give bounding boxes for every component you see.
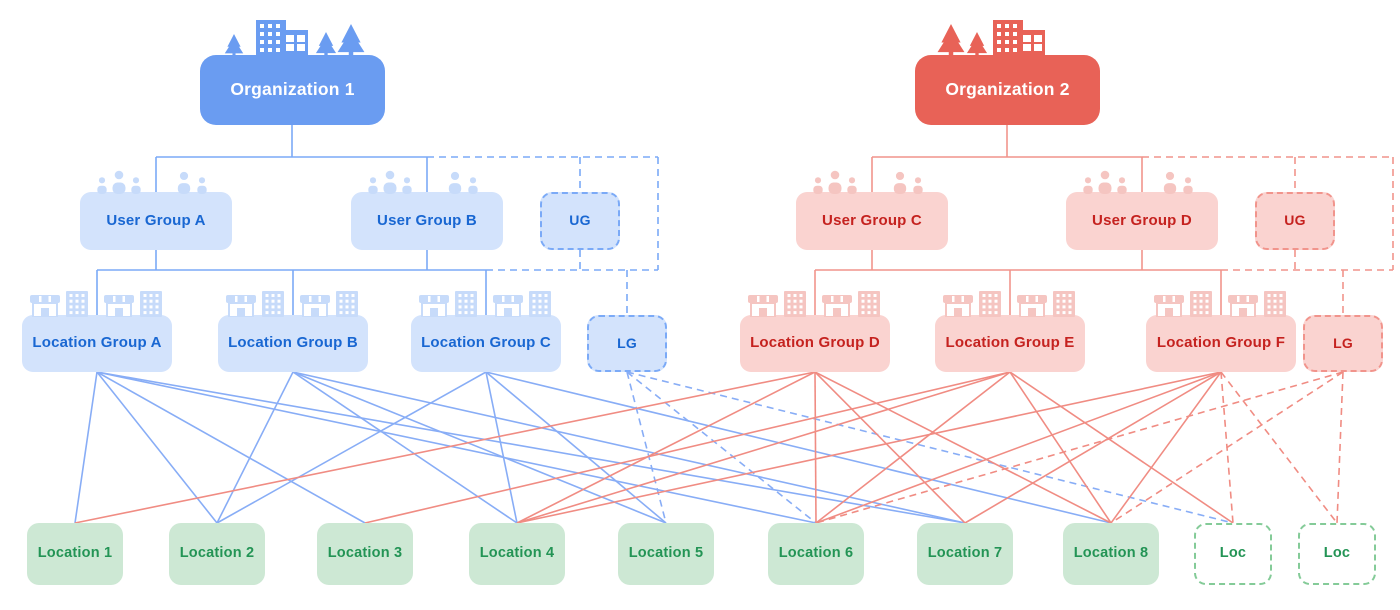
edge-lgC-loc2 [216, 371, 487, 524]
loc7-box: Location 7 [917, 523, 1013, 585]
lgE-box: Location Group E [935, 315, 1085, 372]
lgE-label: Location Group E [945, 334, 1075, 352]
ugX-box: UG [540, 192, 620, 250]
edge-lgB-loc2 [216, 371, 294, 524]
edge-lgX-loc5 [626, 371, 667, 524]
edge-lgB-loc5 [292, 371, 667, 524]
lgA-box: Location Group A [22, 315, 172, 372]
lgY-box: LG [1303, 315, 1383, 372]
loc1-label: Location 1 [37, 545, 113, 562]
lgD-box: Location Group D [740, 315, 890, 372]
ugB-label: User Group B [377, 211, 477, 229]
loc3-label: Location 3 [327, 545, 403, 562]
edge-lgX-locX1 [626, 371, 1234, 524]
edge-lgD-loc1 [74, 371, 816, 524]
lgA-label: Location Group A [32, 334, 162, 352]
lgX-box: LG [587, 315, 667, 372]
ugY-box: UG [1255, 192, 1335, 250]
lgB-label: Location Group B [228, 334, 358, 352]
edge-lgC-loc4 [485, 371, 518, 524]
edge-lgD-loc8 [814, 371, 1112, 524]
edge-lgD-loc6 [814, 371, 817, 524]
edge-lgY-loc6 [815, 371, 1344, 524]
org1-label: Organization 1 [230, 79, 355, 100]
lgF-box: Location Group F [1146, 315, 1296, 372]
edge-lgD-loc7 [814, 371, 966, 524]
edge-lgA-loc1 [74, 371, 98, 524]
edge-lgA-loc7 [96, 371, 966, 524]
edge-lgE-loc6 [815, 371, 1011, 524]
locX2-box: Loc [1298, 523, 1376, 585]
edge-lgB-loc4 [292, 371, 518, 524]
edge-lgA-loc6 [96, 371, 817, 524]
ugD-box: User Group D [1066, 192, 1218, 250]
org2-label: Organization 2 [945, 79, 1070, 100]
loc8-label: Location 8 [1073, 545, 1149, 562]
edge-lgF-locX2 [1220, 371, 1338, 524]
ugB-box: User Group B [351, 192, 503, 250]
edge-lgA-loc3 [96, 371, 366, 524]
ugD-label: User Group D [1092, 211, 1192, 229]
lgC-label: Location Group C [421, 334, 551, 352]
lgF-label: Location Group F [1156, 334, 1286, 352]
ugX-label: UG [569, 212, 591, 229]
locX1-label: Loc [1219, 545, 1247, 562]
loc5-label: Location 5 [628, 545, 704, 562]
loc3-box: Location 3 [317, 523, 413, 585]
ugA-box: User Group A [80, 192, 232, 250]
lgB-box: Location Group B [218, 315, 368, 372]
edge-lgF-loc8 [1110, 371, 1222, 524]
ugC-box: User Group C [796, 192, 948, 250]
org2-box: Organization 2 [915, 55, 1100, 125]
loc6-label: Location 6 [778, 545, 854, 562]
ugC-label: User Group C [822, 211, 922, 229]
loc8-box: Location 8 [1063, 523, 1159, 585]
ugA-label: User Group A [106, 211, 206, 229]
lgX-label: LG [617, 334, 637, 351]
lgY-label: LG [1333, 334, 1353, 351]
edge-lgB-loc7 [292, 371, 966, 524]
lgD-label: Location Group D [750, 334, 880, 352]
org1-box: Organization 1 [200, 55, 385, 125]
edge-lgE-loc4 [516, 371, 1011, 524]
loc6-box: Location 6 [768, 523, 864, 585]
loc4-label: Location 4 [479, 545, 555, 562]
lgC-box: Location Group C [411, 315, 561, 372]
loc1-box: Location 1 [27, 523, 123, 585]
edge-lgA-loc2 [96, 371, 218, 524]
locX1-box: Loc [1194, 523, 1272, 585]
edge-lgF-loc4 [516, 371, 1222, 524]
edge-lgF-loc6 [815, 371, 1222, 524]
edge-lgY-loc8 [1110, 371, 1344, 524]
loc2-label: Location 2 [179, 545, 255, 562]
locX2-label: Loc [1323, 545, 1351, 562]
ugY-label: UG [1284, 212, 1306, 229]
edge-lgF-loc7 [964, 371, 1222, 524]
edge-lgX-loc6 [626, 371, 817, 524]
loc7-label: Location 7 [927, 545, 1003, 562]
loc4-box: Location 4 [469, 523, 565, 585]
loc5-box: Location 5 [618, 523, 714, 585]
edge-lgY-locX2 [1336, 371, 1344, 524]
edge-lgE-locX1 [1009, 371, 1234, 524]
edge-lgE-loc3 [364, 371, 1011, 524]
edge-lgD-loc4 [516, 371, 816, 524]
loc2-box: Location 2 [169, 523, 265, 585]
edge-lgE-loc8 [1009, 371, 1112, 524]
